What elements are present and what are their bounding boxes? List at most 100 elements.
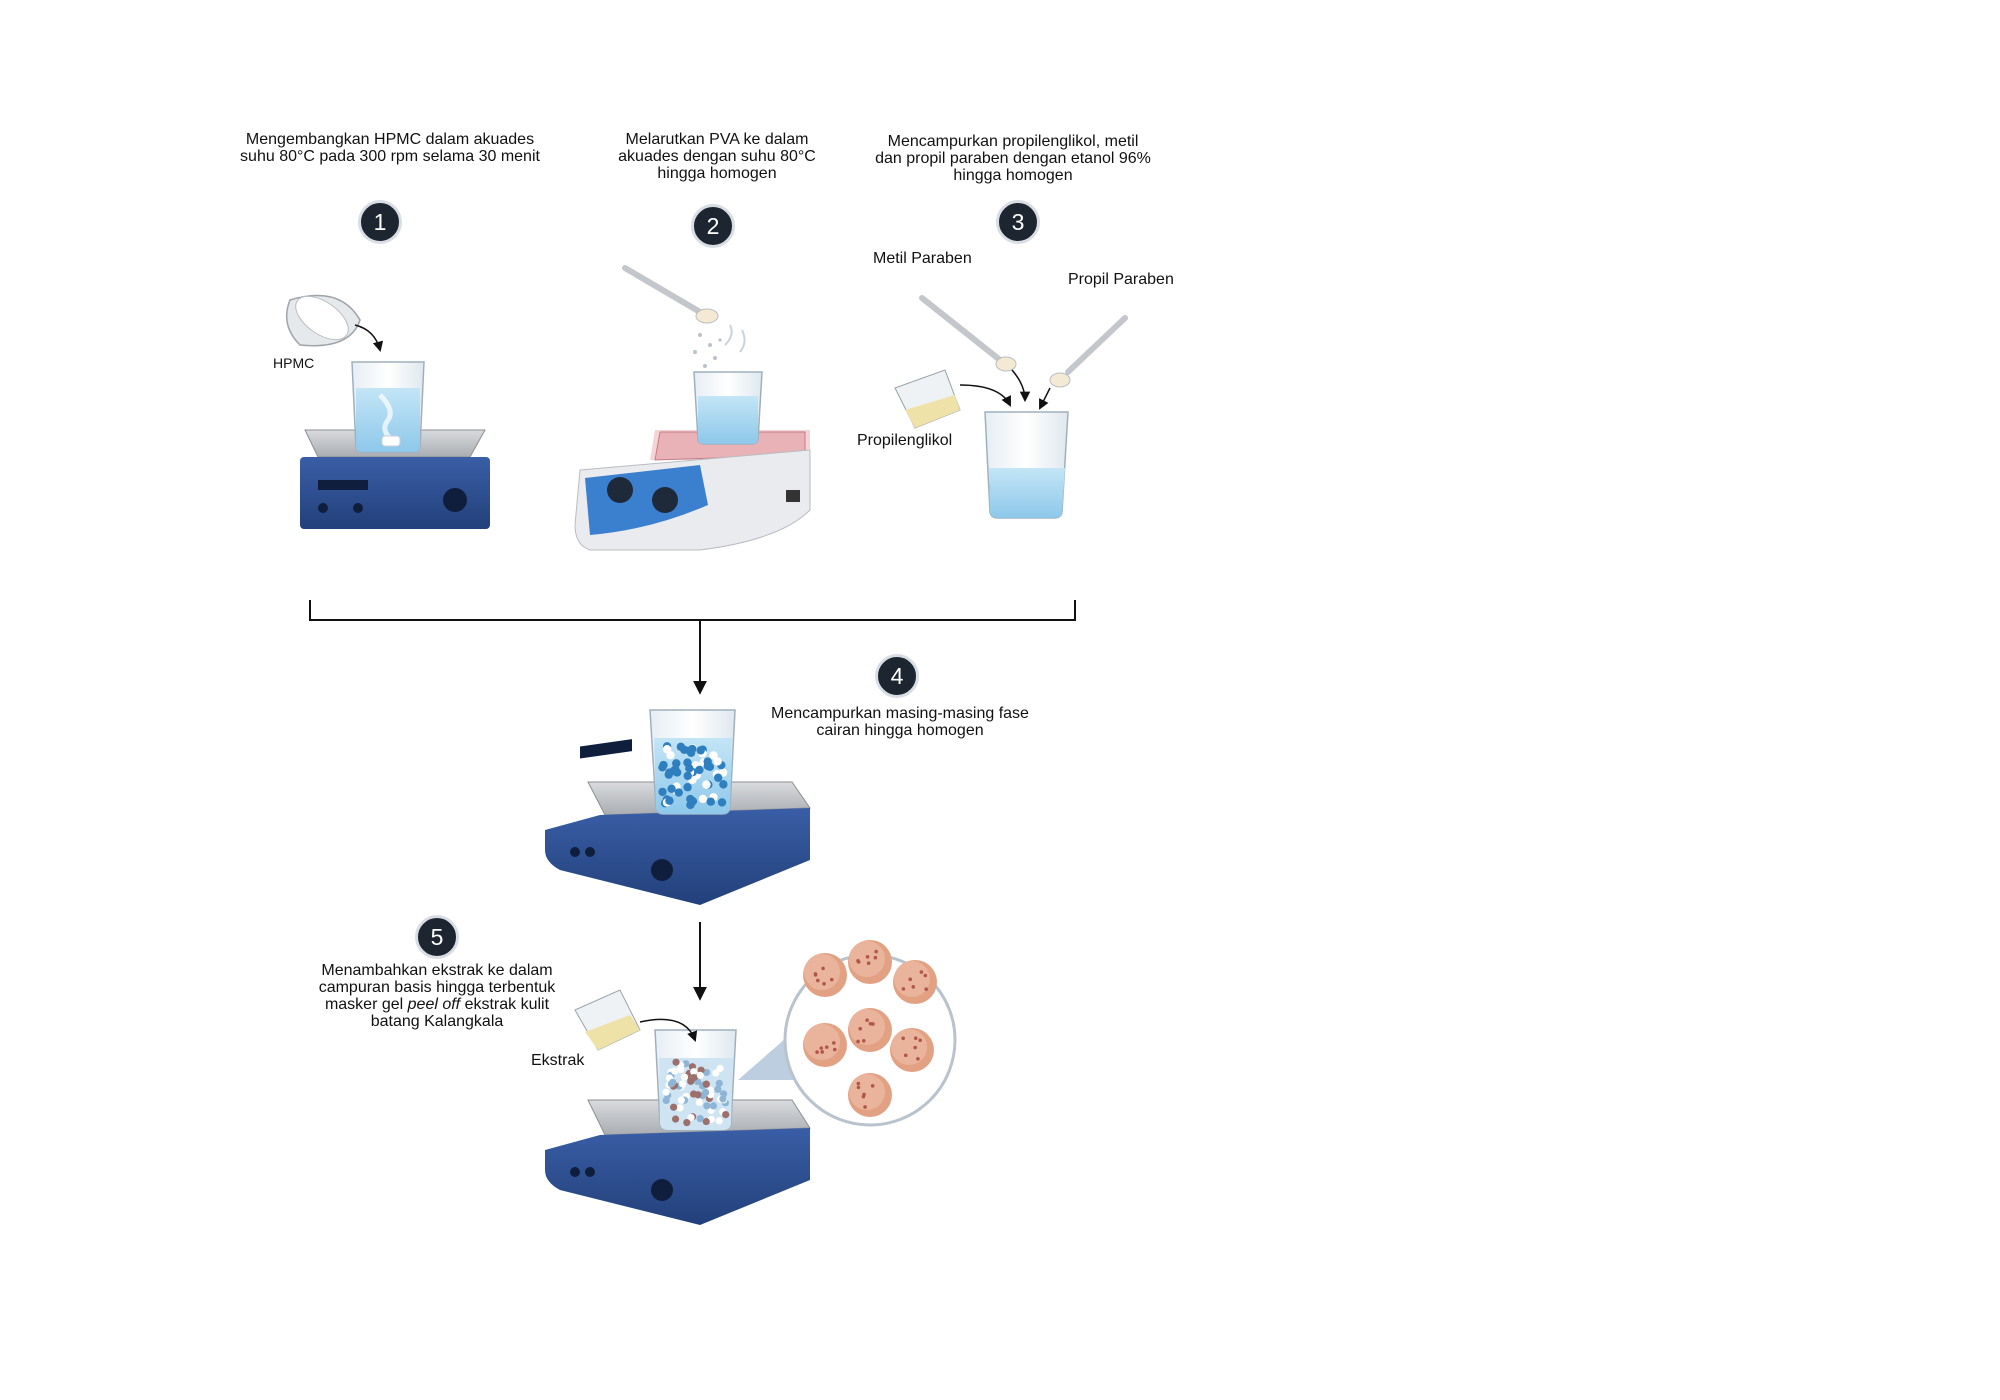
hotplate-icon — [574, 430, 811, 551]
cell-dot — [901, 987, 906, 991]
metil-paraben-label: Metil Paraben — [873, 250, 972, 267]
stirrer-icon — [545, 739, 811, 905]
spatula-icon — [919, 295, 1017, 372]
particle — [702, 1088, 710, 1097]
cell-dot — [829, 977, 834, 982]
particle — [702, 1117, 710, 1126]
particle — [715, 1079, 723, 1087]
cell-group — [803, 940, 937, 1117]
cell-dot — [918, 1038, 922, 1043]
cell-dot — [866, 961, 871, 965]
particle — [719, 1095, 727, 1103]
particle — [671, 1067, 679, 1075]
beaker-icon — [984, 411, 1069, 519]
particle — [662, 1096, 670, 1105]
cell-icon — [848, 940, 892, 984]
particle — [698, 794, 708, 804]
particle — [690, 1073, 698, 1082]
propil-paraben-label: Propil Paraben — [1068, 271, 1174, 288]
cell-inner — [849, 941, 885, 977]
cell-dot — [924, 987, 928, 991]
step3-badge: 3 — [996, 200, 1040, 244]
particle — [695, 765, 704, 775]
particle — [670, 1103, 678, 1111]
bowl-icon — [285, 294, 361, 347]
particle — [703, 761, 713, 771]
cell-dot — [865, 955, 870, 959]
cell-dot — [816, 978, 820, 983]
measuring-cup-icon — [574, 989, 641, 1051]
cell-inner — [849, 1074, 885, 1110]
particle — [676, 1104, 684, 1112]
stirrer-icon — [545, 1099, 811, 1225]
beaker-icon — [351, 361, 425, 453]
cell-dot — [862, 1092, 866, 1097]
particle — [688, 744, 697, 754]
cell-inner — [891, 1029, 927, 1065]
cell-dot — [908, 977, 913, 982]
particle — [702, 1080, 710, 1088]
step2-illustration — [574, 265, 811, 551]
cell-dot — [856, 960, 861, 964]
magnifier-icon — [783, 940, 957, 1127]
particle — [671, 1115, 680, 1123]
particle — [677, 1096, 685, 1104]
cell-dot — [923, 973, 928, 978]
step3-illustration — [894, 295, 1128, 519]
spatula-icon — [1049, 315, 1128, 388]
particle — [702, 780, 711, 789]
step1-badge: 1 — [358, 200, 402, 244]
cell-inner — [804, 1024, 840, 1060]
cell-dot — [911, 985, 916, 989]
particle — [658, 787, 667, 797]
spatula-icon — [622, 265, 719, 324]
step5-caption-part1: Menambahkan ekstrak ke dalam campuran ba… — [318, 962, 556, 1013]
cell-dot — [832, 1041, 836, 1045]
cell-dot — [916, 1057, 920, 1061]
step2-badge: 2 — [691, 204, 735, 248]
step5-caption: Menambahkan ekstrak ke dalam campuran ba… — [312, 962, 562, 1030]
particle — [695, 1098, 703, 1107]
step4-badge: 4 — [875, 654, 919, 698]
cell-dot — [858, 1026, 862, 1031]
particle — [714, 1085, 722, 1093]
cell-dot — [822, 981, 826, 986]
cell-dot — [856, 1085, 861, 1090]
particle — [696, 1071, 704, 1079]
cell-dot — [865, 1018, 869, 1022]
powder-particles — [693, 333, 722, 368]
particle — [690, 1090, 698, 1098]
particle — [696, 746, 705, 755]
hpmc-label: HPMC — [273, 355, 315, 371]
particle — [712, 1069, 720, 1077]
particle — [667, 784, 676, 794]
particle — [716, 1064, 724, 1073]
step4-illustration — [545, 709, 811, 905]
cell-dot — [815, 1050, 819, 1054]
step4-caption: Mencampurkan masing-masing fase cairan h… — [771, 705, 1029, 739]
particle — [680, 1073, 689, 1081]
cell-dot — [813, 972, 818, 976]
particle — [677, 1065, 685, 1074]
cell-dot — [871, 1022, 875, 1026]
step5-illustration — [545, 940, 957, 1225]
particle — [683, 783, 692, 792]
propilenglikol-label: Propilenglikol — [857, 432, 953, 449]
beaker-icon — [654, 1029, 737, 1131]
step5-caption-part2: ekstrak kulit batang Kalangkala — [370, 996, 550, 1030]
particle — [706, 797, 716, 806]
cell-icon — [803, 1023, 847, 1067]
particle — [703, 1102, 711, 1110]
particle — [709, 1102, 718, 1110]
cell-inner — [804, 954, 840, 990]
particle — [672, 1058, 680, 1066]
beaker-particles — [662, 1058, 730, 1127]
cell-dot — [863, 1105, 867, 1109]
particle — [669, 1078, 677, 1086]
cell-inner — [849, 1009, 885, 1045]
step5-badge: 5 — [415, 915, 459, 959]
cell-icon — [848, 1073, 892, 1117]
cell-dot — [824, 1045, 829, 1049]
particle — [696, 1115, 704, 1123]
particle — [665, 796, 674, 805]
